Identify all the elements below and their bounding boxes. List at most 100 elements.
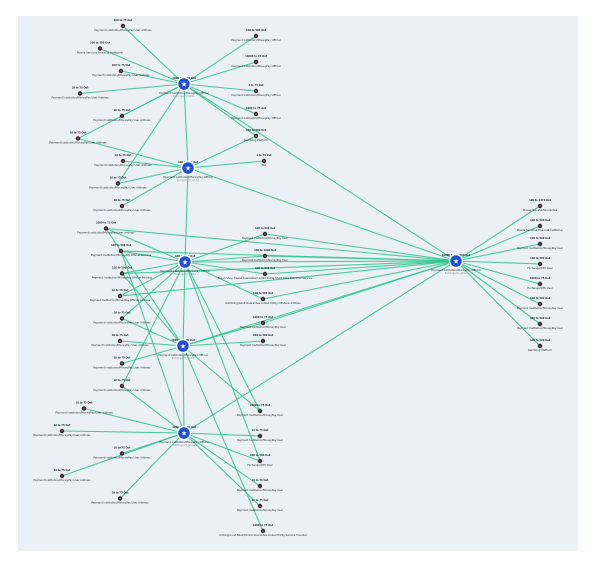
edge-hub-left-8[interactable] xyxy=(121,167,189,207)
edge-to-main-hub-2[interactable] xyxy=(184,260,457,263)
edge-hub-mid-11[interactable] xyxy=(182,340,264,347)
edge-left-main-2[interactable] xyxy=(121,260,457,275)
hub-node-h2[interactable]: 100 to 500 Out★Payment Institution/Money… xyxy=(163,160,213,182)
edge-hub-left-11[interactable] xyxy=(121,261,186,275)
edge-mid-main-3[interactable] xyxy=(262,260,457,300)
edge-hub-mid-2[interactable] xyxy=(183,83,257,92)
edge-hub-left-10[interactable] xyxy=(120,250,186,263)
edge-hub-mid-13[interactable] xyxy=(183,432,261,437)
edge-hub-mid-20[interactable] xyxy=(183,83,257,137)
edge-main-right-6[interactable] xyxy=(455,260,541,325)
edge-hub-mid-17[interactable] xyxy=(182,345,264,532)
edge-to-main-hub-0[interactable] xyxy=(183,83,457,262)
edge-hub-left-25[interactable] xyxy=(121,273,184,347)
edge-hub-left-3[interactable] xyxy=(79,83,185,95)
edge-hub-chain-1[interactable] xyxy=(184,167,189,263)
edge-hub-mid-7[interactable] xyxy=(184,255,266,263)
hub-node-h6[interactable]: 10000 to 100000 Out★Payment Institution/… xyxy=(431,253,481,275)
edge-hub-mid-8[interactable] xyxy=(184,261,266,275)
edge-hub-left-6[interactable] xyxy=(122,160,189,169)
hub-node-h5[interactable]: 1000 to 5000 Out★Payment Institution/Mon… xyxy=(159,425,209,447)
edge-hub-left-21[interactable] xyxy=(119,432,185,499)
edge-hub-left-12[interactable] xyxy=(119,261,186,297)
edge-main-right-3[interactable] xyxy=(455,260,541,265)
edge-mid-main-2[interactable] xyxy=(264,260,457,275)
edge-left-main-3[interactable] xyxy=(119,260,457,297)
edge-hub-left-27[interactable] xyxy=(77,137,189,169)
edge-hub-mid-14[interactable] xyxy=(183,432,261,462)
edge-left-main-0[interactable] xyxy=(105,227,457,262)
edge-hub-left-1[interactable] xyxy=(99,47,185,85)
edge-hub-left-7[interactable] xyxy=(117,167,189,185)
edge-hub-left-28[interactable] xyxy=(117,83,185,184)
edge-hub-mid-5[interactable] xyxy=(187,160,265,169)
edge-hub-left-0[interactable] xyxy=(122,25,185,85)
edge-hub-left-23[interactable] xyxy=(105,228,184,347)
edge-hub-left-17[interactable] xyxy=(83,407,185,434)
hub-node-h1[interactable]: 1000 to 5000 Out★Payment Institution/Mon… xyxy=(159,76,209,98)
edge-mid-main-4[interactable] xyxy=(262,260,457,324)
edge-hub-left-24[interactable] xyxy=(120,250,185,434)
edge-hub-left-9[interactable] xyxy=(105,227,186,263)
edge-hub-left-13[interactable] xyxy=(121,317,184,347)
edge-hub-mid-12[interactable] xyxy=(182,345,261,412)
transaction-graph[interactable]: 1000 to 5000 Out★Payment Institution/Mon… xyxy=(18,16,578,551)
edge-main-right-5[interactable] xyxy=(455,260,541,305)
edge-hub-chain-3[interactable] xyxy=(182,345,185,434)
edge-hub-left-15[interactable] xyxy=(121,345,184,365)
edge-hub-mid-4[interactable] xyxy=(187,135,257,169)
edge-mid-main-0[interactable] xyxy=(264,233,457,262)
edge-hub-left-18[interactable] xyxy=(61,430,185,434)
edge-hub-chain-0[interactable] xyxy=(183,83,189,169)
edge-hub-left-26[interactable] xyxy=(121,261,186,387)
edge-main-right-7[interactable] xyxy=(455,260,541,347)
edge-hub-left-16[interactable] xyxy=(121,385,185,434)
edge-main-right-4[interactable] xyxy=(455,260,541,285)
edge-hub-left-2[interactable] xyxy=(120,70,185,85)
hub-node-h3[interactable]: 100 to 500 Out★Payment Institution/Money… xyxy=(160,254,210,276)
graph-canvas[interactable]: 1000 to 5000 Out★Payment Institution/Mon… xyxy=(18,16,578,551)
edge-mid-main-1[interactable] xyxy=(264,255,457,262)
edge-hub-mid-6[interactable] xyxy=(184,233,266,263)
